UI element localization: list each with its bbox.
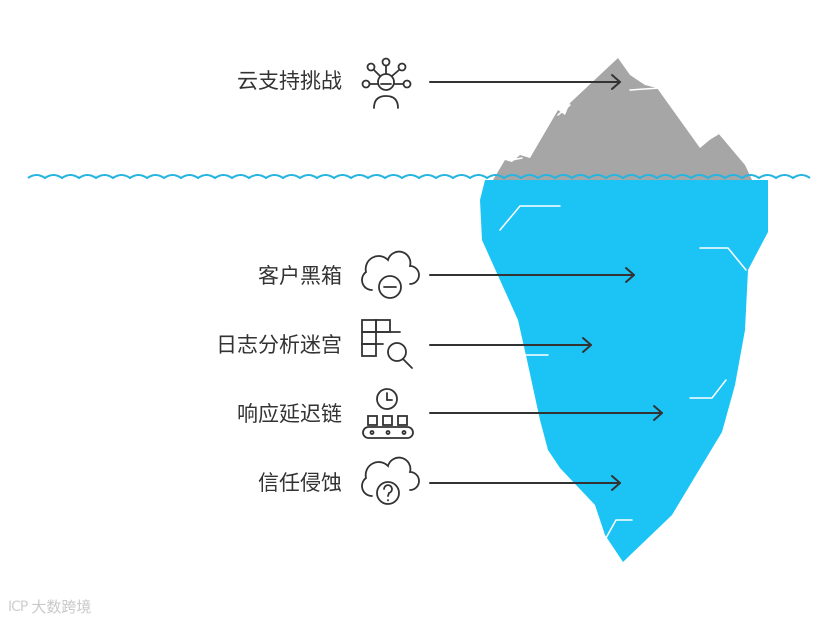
label-log-analysis-maze: 日志分析迷宫	[142, 331, 342, 359]
watermark-text: 大数跨境	[31, 596, 91, 617]
maze-search-icon	[362, 320, 412, 368]
iceberg-tip	[493, 58, 752, 180]
clock-conveyor-icon	[363, 389, 413, 438]
label-response-delay-chain: 响应延迟链	[142, 400, 342, 428]
label-trust-erosion: 信任侵蚀	[142, 469, 342, 497]
watermark: ICP 大数跨境	[8, 596, 91, 617]
iceberg-underwater	[480, 180, 768, 562]
watermark-logo: ICP	[8, 599, 27, 615]
people-network-icon	[363, 59, 411, 109]
label-cloud-support-challenge: 云支持挑战	[142, 67, 342, 95]
cloud-question-icon	[362, 458, 419, 504]
cloud-minus-icon	[362, 252, 419, 298]
label-customer-black-box: 客户黑箱	[142, 262, 342, 290]
